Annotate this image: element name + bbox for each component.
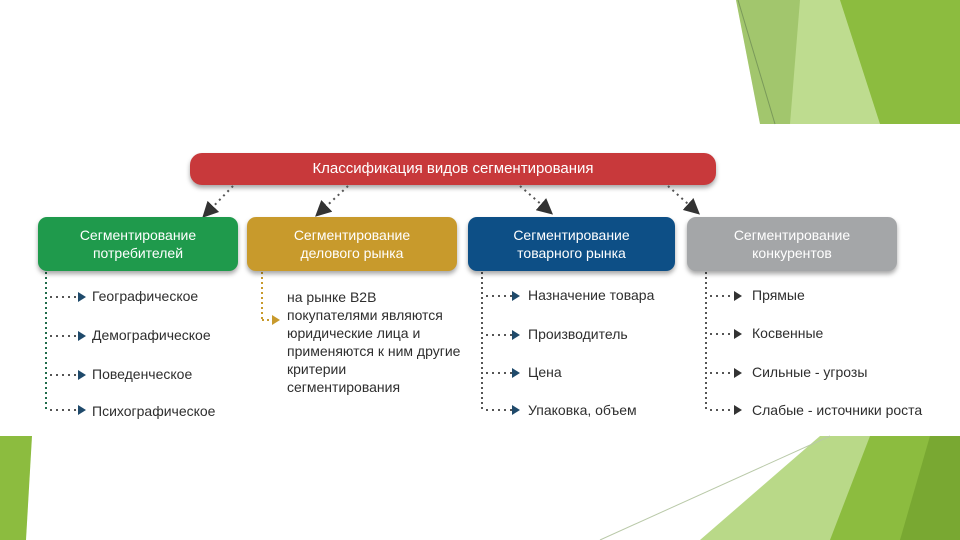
business-market-description: на рынке B2B покупателями являются юриди… <box>287 289 461 395</box>
category-business-market-label: Сегментирование делового рынка <box>293 227 411 261</box>
consumers-item: Психографическое <box>92 403 216 419</box>
competitors-item: Слабые - источники роста <box>752 402 923 418</box>
product-market-item: Назначение товара <box>528 287 655 303</box>
product-market-item: Цена <box>528 364 562 380</box>
category-product-market-label: Сегментирование товарного рынка <box>513 227 630 261</box>
consumers-item: Демографическое <box>92 327 211 343</box>
product-market-item: Производитель <box>528 326 628 342</box>
consumers-item: Поведенческое <box>92 366 193 382</box>
diagram-title: Классификация видов сегментирования <box>190 153 716 185</box>
competitors-item: Прямые <box>752 287 805 303</box>
category-consumers-label: Сегментирование потребителей <box>79 227 197 261</box>
product-market-item: Упаковка, объем <box>528 402 637 418</box>
category-competitors: Сегментирование конкурентов <box>687 217 897 271</box>
consumers-item: Географическое <box>92 288 199 304</box>
category-consumers: Сегментирование потребителей <box>38 217 238 271</box>
competitors-item: Сильные - угрозы <box>752 364 868 380</box>
category-business-market: Сегментирование делового рынка <box>247 217 457 271</box>
category-product-market: Сегментирование товарного рынка <box>468 217 675 271</box>
category-competitors-label: Сегментирование конкурентов <box>733 227 851 261</box>
competitors-item: Косвенные <box>752 325 824 341</box>
